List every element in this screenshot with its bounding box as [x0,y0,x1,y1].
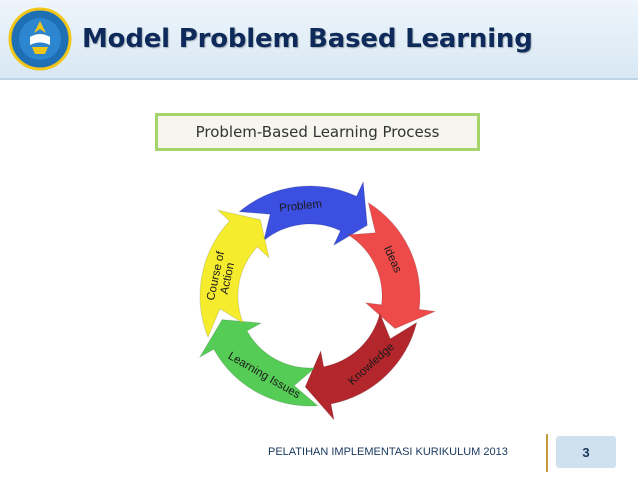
footer-divider [546,434,548,472]
cycle-arrow-1 [238,179,368,247]
cycle-label-1: Problem [279,198,323,214]
diagram-heading: Problem-Based Learning Process [155,113,480,151]
page-number: 3 [556,436,616,468]
footer-program: PELATIHAN IMPLEMENTASI KURIKULUM 2013 [268,446,508,458]
cycle-arrow-2 [346,201,437,330]
cycle-arrow-4 [198,319,319,407]
cycle-label-line: Problem [279,198,323,214]
header-bar: Model Problem Based Learning [0,0,638,80]
cycle-arrow-3 [304,311,418,422]
page-title: Model Problem Based Learning [82,24,533,54]
cycle-arrow-5 [199,209,270,339]
tut-wuri-handayani-logo-icon [8,7,72,71]
